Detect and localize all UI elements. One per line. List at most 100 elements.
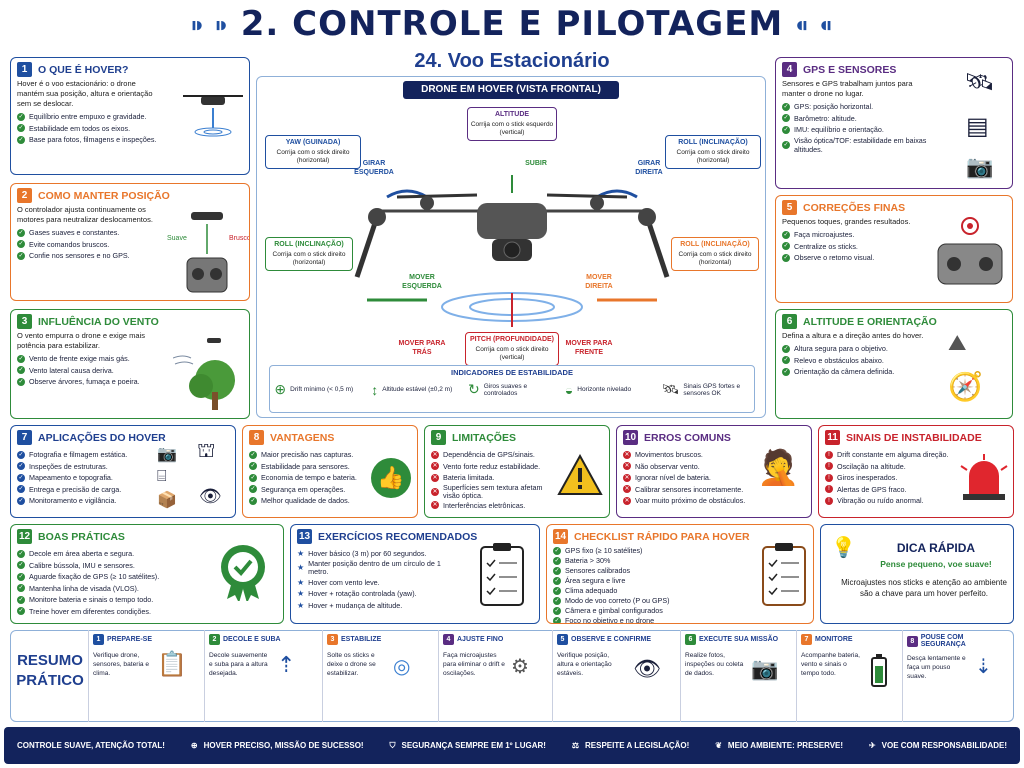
list-item: ✓Orientação da câmera definida. <box>782 367 895 376</box>
clipboard-icon <box>480 543 524 606</box>
rotate-icon: ↻ <box>467 381 480 397</box>
drone-takeoff-icon: ⇡ <box>277 652 296 677</box>
list-item: ✓Decole em área aberta e segura. <box>17 549 135 558</box>
drone-icon: ✈ <box>868 741 876 750</box>
hover-drone-icon <box>183 95 243 137</box>
tower-icon: ⛫ <box>197 440 216 462</box>
footer-bar: CONTROLE SUAVE, ATENÇÃO TOTAL! ⊕HOVER PR… <box>4 727 1020 764</box>
list-item: ✓Câmera e gimbal configurados <box>553 606 663 615</box>
chip-stack-icon: ▤ <box>966 113 989 140</box>
list-item: ★Hover + rotação controlada (yaw). <box>297 589 417 598</box>
list-item: ✓Mapeamento e topografia. <box>17 473 113 482</box>
list-item: ✓Segurança em operações. <box>249 484 346 494</box>
controller-target-icon <box>937 217 1003 285</box>
page-title: ⁍ ⁍2. CONTROLE E PILOTAGEM⁌ ⁌ <box>190 4 834 44</box>
indicator-altitude: ↕Altitude estável (±0,2 m) <box>371 381 453 398</box>
list-item: ✓Gases suaves e constantes. <box>17 228 120 237</box>
siren-icon <box>960 454 1008 500</box>
clipboard-icon <box>762 543 806 606</box>
list-item: ✕Vento forte reduz estabilidade. <box>431 461 541 471</box>
list-item: ✓Área segura e livre <box>553 576 626 585</box>
gavel-icon: ⚖ <box>571 741 579 750</box>
list-item: ✕Movimentos bruscos. <box>623 450 703 459</box>
thumbs-up-icon: 👍 <box>371 458 411 498</box>
list-item: ✓Melhor qualidade de dados. <box>249 496 350 505</box>
updown-arrow-icon: ↕ <box>371 381 379 398</box>
leaf-icon: ❦ <box>715 741 722 750</box>
diagram-title: DRONE EM HOVER (VISTA FRONTAL) <box>403 81 619 99</box>
list-item: !Oscilação na altitude. <box>825 461 1007 473</box>
tree-wind-icon <box>173 338 235 410</box>
target-icon: ⊕ <box>190 741 198 750</box>
list-item: ✓Monitore bateria e sinais o tempo todo. <box>17 595 154 604</box>
list-item: ✓Faça microajustes. <box>782 230 855 239</box>
roll-box-right: ROLL (INCLINAÇÃO)Corrija com o stick dir… <box>671 237 759 271</box>
list-item: !Giros inesperados. <box>825 472 1007 484</box>
list-item: ✓Maior precisão nas capturas. <box>249 450 354 459</box>
remote-controller-icon <box>186 212 228 293</box>
list-item: !Alertas de GPS fraco. <box>825 484 1007 496</box>
list-item: ✓Economia de tempo e bateria. <box>249 473 357 482</box>
indicator-rotation: ↻Giros suaves e controlados <box>467 381 528 397</box>
suave-label: Suave <box>167 235 187 242</box>
list-item: ✓Confie nos sensores e no GPS. <box>17 251 130 260</box>
footer-item: ⛉SEGURANÇA SEMPRE EM 1º LUGAR! <box>389 740 546 751</box>
list-item: ✓Calibre bússola, IMU e sensores. <box>17 560 135 570</box>
list-item: ✓Evite comandos bruscos. <box>17 239 110 249</box>
summary-title: RESUMO PRÁTICO <box>16 652 84 689</box>
satellite-icon: 🛰 <box>964 69 995 96</box>
list-item: ✓Entrega e precisão de carga. <box>17 484 122 494</box>
list-item: ★Hover básico (3 m) por 60 segundos. <box>297 549 427 558</box>
list-item: ✕Interferências eletrônicas. <box>431 500 526 510</box>
fine-tune-icon: ⚙ <box>511 656 529 678</box>
list-item: ★Manter posição dentro de um círculo de … <box>297 558 441 576</box>
list-item: ✓Monitoramento e vigilância. <box>17 496 117 505</box>
list-item: ✕Calibrar sensores incorretamente. <box>623 484 744 494</box>
horizon-icon: ◒ <box>564 381 574 398</box>
satellite-icon: 🛰 <box>661 381 680 397</box>
list-item: ✕Ignorar nível de bateria. <box>623 473 711 482</box>
list-item: ✕Voar muito próximo de obstáculos. <box>623 496 746 505</box>
rotate-right-label: GIRAR DIREITA <box>635 160 663 176</box>
compass-icon: 🧭 <box>948 371 983 402</box>
lightbulb-icon: 💡 <box>831 537 856 559</box>
move-back-label: MOVER PARA TRÁS <box>398 340 446 356</box>
camera-icon: 📷 <box>966 154 994 179</box>
list-item: ✓Estabilidade para sensores. <box>249 461 350 471</box>
drone-hover-icon: ◎ <box>393 656 411 678</box>
footer-item: ❦MEIO AMBIENTE: PRESERVE! <box>715 741 844 750</box>
warning-icon <box>557 454 603 495</box>
list-item: ✕Não observar vento. <box>623 461 700 471</box>
stability-indicators: INDICADORES DE ESTABILIDADE ⊕Drift mínim… <box>269 365 755 413</box>
list-item: ✓Vento lateral causa deriva. <box>17 365 114 375</box>
list-item: ✓Base para fotos, filmagens e inspeções. <box>17 135 157 144</box>
list-item: ✓GPS: posição horizontal. <box>782 102 874 111</box>
indicator-horizon: ◒Horizonte nivelado <box>564 381 632 398</box>
list-item: ✓Sensores calibrados <box>553 566 631 575</box>
list-item: ✓Aguarde fixação de GPS (≥ 10 satélites)… <box>17 572 160 581</box>
list-item: ✓Relevo e obstáculos abaixo. <box>782 355 884 365</box>
camera-icon: 📷 <box>751 656 779 681</box>
list-item: ✕Dependência de GPS/sinais. <box>431 450 535 459</box>
landing-icon: ⇣ <box>975 656 992 678</box>
eye-icon: 👁 <box>633 656 661 681</box>
pitch-box: PITCH (PROFUNDIDADE)Corrija com o stick … <box>465 332 559 366</box>
list-item: ✕Superfícies sem textura afetam visão óp… <box>431 482 543 500</box>
roll-box-left: ROLL (INCLINAÇÃO)Corrija com o stick dir… <box>265 237 353 271</box>
brusco-label: Brusco <box>229 235 250 242</box>
list-item: ✓Observe o retorno visual. <box>782 253 875 262</box>
footer-item: ⊕HOVER PRECISO, MISSÃO DE SUCESSO! <box>190 741 364 750</box>
roll-box-top-right: ROLL (INCLINAÇÃO)Corrija com o stick dir… <box>665 135 761 169</box>
